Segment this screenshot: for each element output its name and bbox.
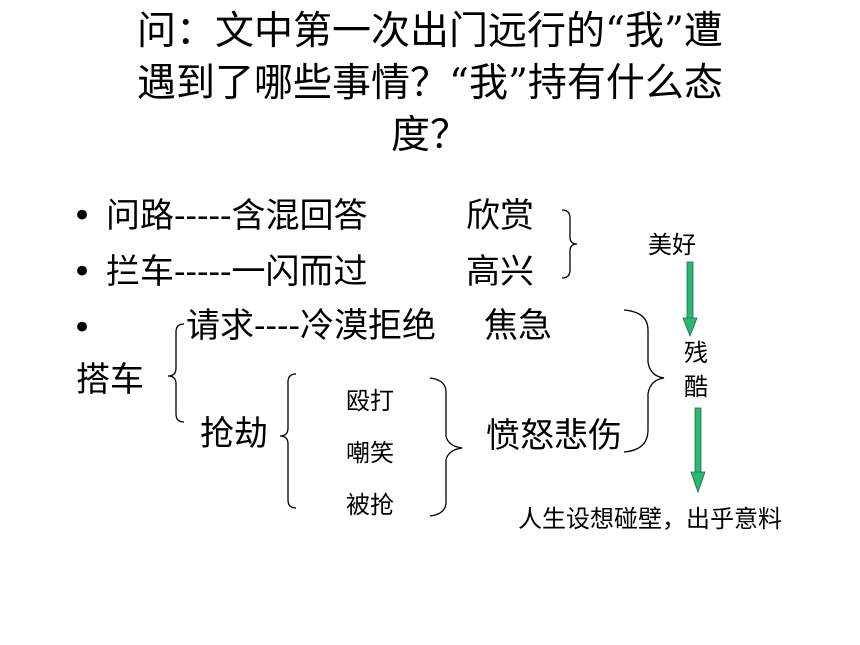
question-title-line-3: 度？ <box>390 113 469 158</box>
arrow-down-icon <box>690 407 706 494</box>
bullet-marker-1: • <box>72 196 93 236</box>
question-title: 问：文中第一次出门远行的“我”遭 遇到了哪些事情？“我”持有什么态 度？ <box>60 6 800 162</box>
event-ask-directions: 问路-----含混回答 <box>106 196 368 236</box>
brace-top-feelings <box>561 209 578 279</box>
summary-conclusion: 人生设想碰壁，出乎意料 <box>518 505 782 533</box>
event-request-ride: 请求----冷漠拒绝 <box>186 306 436 346</box>
brace-emotions-to-cruel <box>623 309 665 453</box>
bullet-marker-2: • <box>72 252 93 292</box>
feeling-happy: 高兴 <box>466 252 534 292</box>
question-title-line-2: 遇到了哪些事情？“我”持有什么态 <box>137 61 723 106</box>
bullet-marker-3: • <box>72 308 93 348</box>
question-title-line-1: 问：文中第一次出门远行的“我”遭 <box>137 9 723 54</box>
summary-cruel-char-2: 酷 <box>684 373 708 401</box>
feeling-anger-sorrow: 愤怒悲伤 <box>486 416 622 456</box>
sub-item-beaten: 殴打 <box>346 387 394 415</box>
feeling-anxious: 焦急 <box>484 306 552 346</box>
brace-robbery-left <box>279 373 297 509</box>
feeling-appreciate: 欣赏 <box>466 196 534 236</box>
event-wave-car: 拦车-----一闪而过 <box>106 252 368 292</box>
robbery-label: 抢劫 <box>200 414 268 454</box>
summary-cruel-char-1: 残 <box>684 339 708 367</box>
brace-robbery-right <box>429 377 463 517</box>
sub-item-robbed: 被抢 <box>346 491 394 519</box>
sub-item-mocked: 嘲笑 <box>346 439 394 467</box>
arrow-down-icon <box>682 261 698 338</box>
hitchhike-label: 搭车 <box>76 360 144 400</box>
summary-beautiful: 美好 <box>648 231 696 259</box>
brace-hitchhike <box>167 323 185 423</box>
